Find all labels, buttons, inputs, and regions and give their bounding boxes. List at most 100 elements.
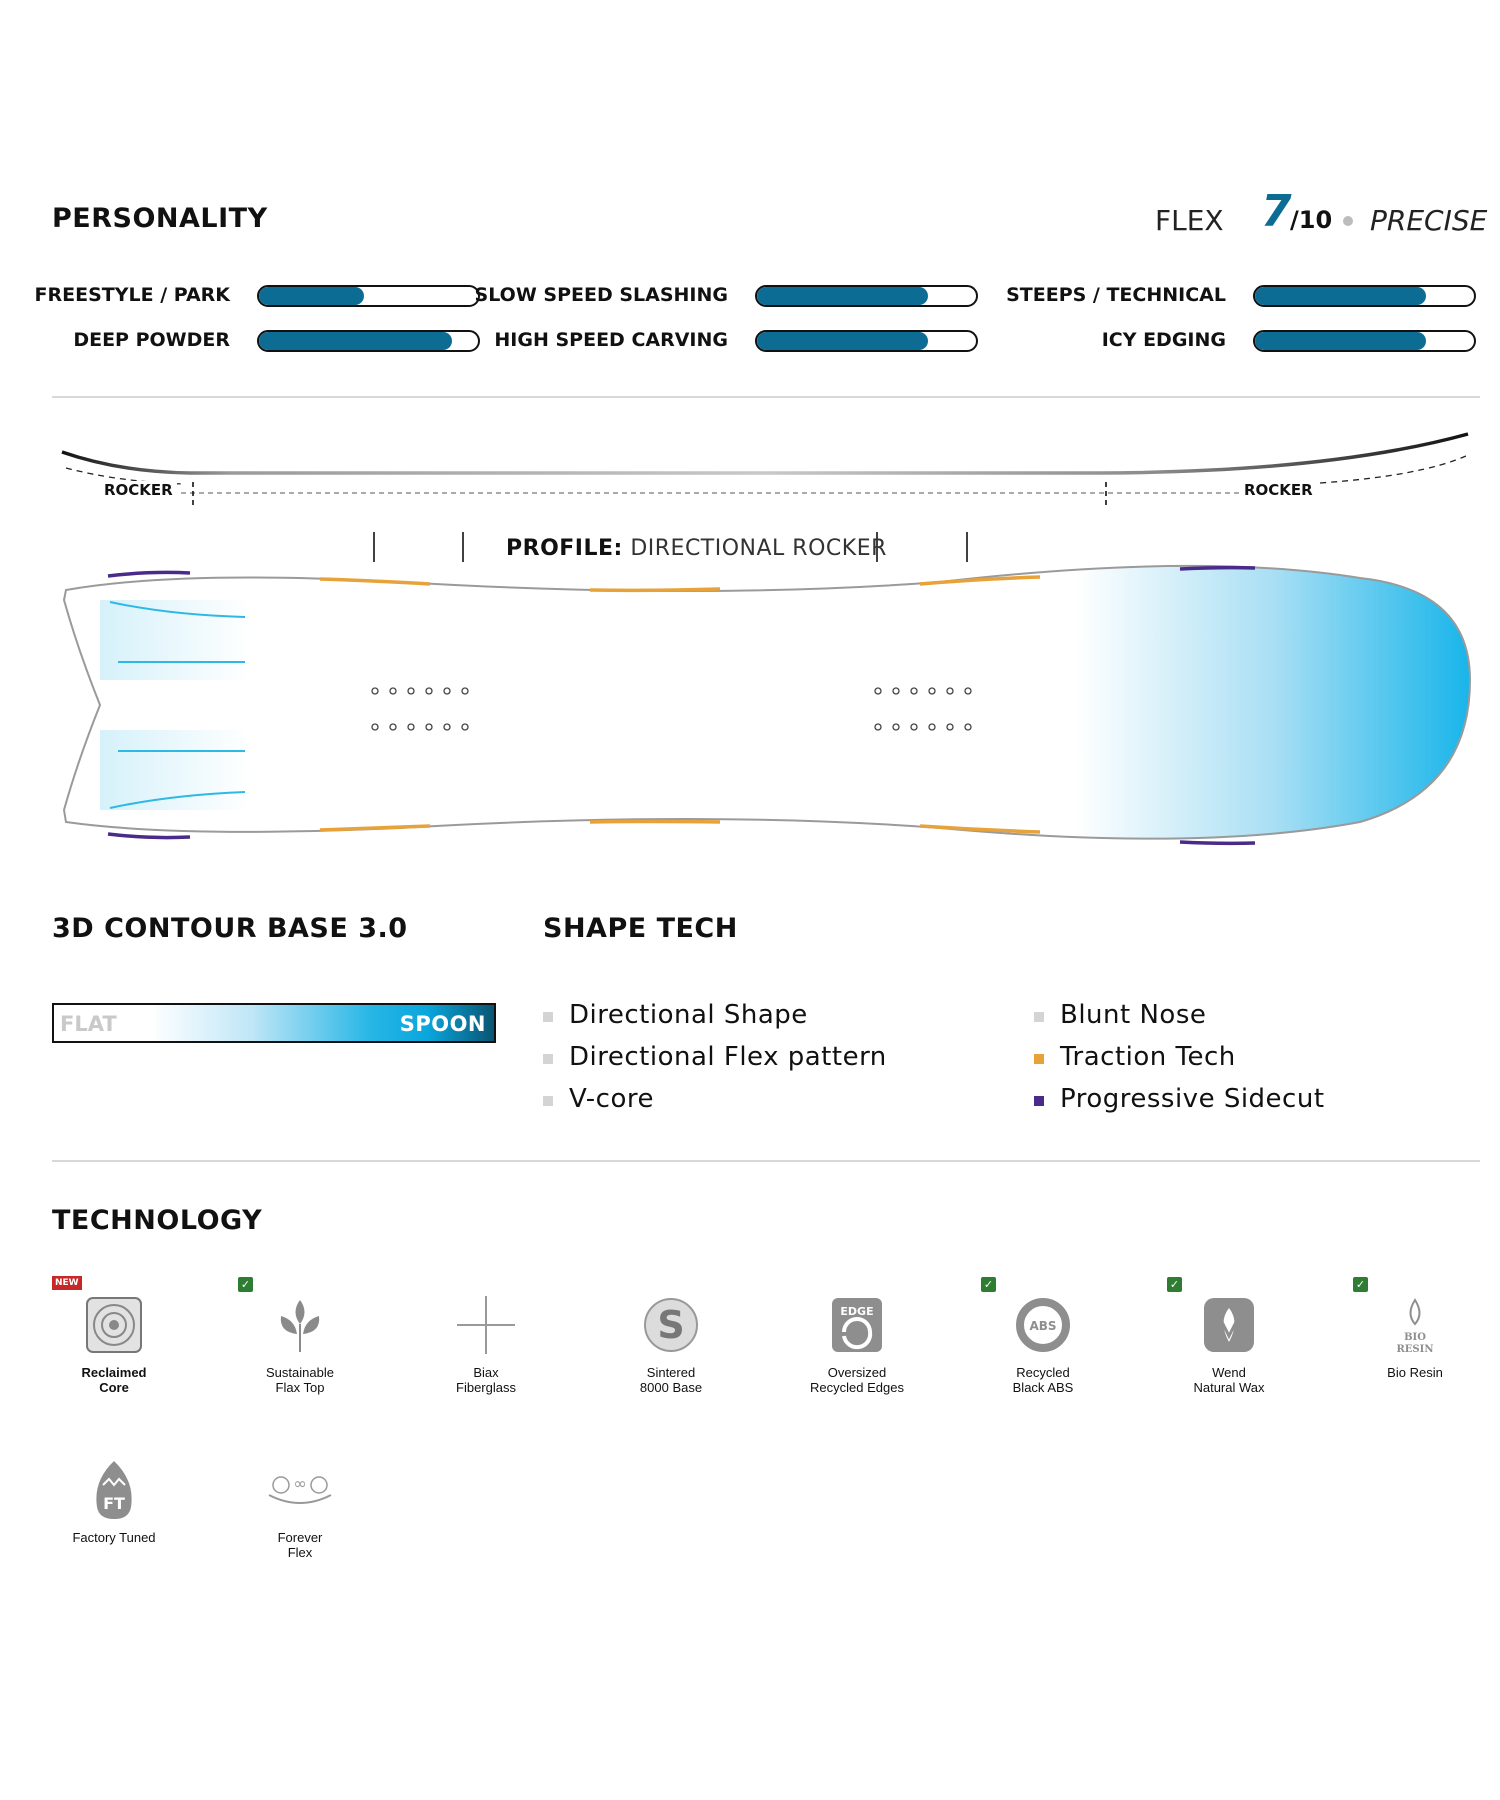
attribute-level-fill (259, 287, 365, 305)
attribute-level-bar (755, 285, 978, 307)
attribute-label: SLOW SPEED SLASHING (474, 284, 728, 306)
sidecut-purple (1179, 840, 1256, 846)
tech-label-line: Black ABS (1012, 1380, 1074, 1395)
divider (52, 1160, 1480, 1162)
insert-hole (910, 687, 918, 695)
technology-title: TECHNOLOGY (52, 1205, 263, 1236)
bullet-square (543, 1012, 553, 1022)
insert-hole (946, 723, 954, 731)
board-profile-line (61, 432, 1469, 475)
insert-hole (928, 723, 936, 731)
biax-fiberglass-icon (416, 1290, 556, 1360)
insert-hole (389, 723, 397, 731)
board-top-view (62, 564, 1472, 846)
attribute-label: FREESTYLE / PARK (34, 284, 230, 306)
svg-text:BIO: BIO (1404, 1332, 1426, 1343)
shape-tech-item: Directional Flex pattern (569, 1042, 887, 1072)
profile-diagram (61, 432, 1469, 562)
attribute-label: ICY EDGING (1101, 329, 1226, 351)
insert-hole (461, 687, 469, 695)
flex-value: 7 (1261, 186, 1292, 237)
shape-tech-title: SHAPE TECH (543, 913, 738, 944)
insert-hole (371, 723, 379, 731)
traction-orange (919, 824, 1041, 834)
profile-label: PROFILE: DIRECTIONAL ROCKER (506, 536, 887, 561)
attribute-label: STEEPS / TECHNICAL (1006, 284, 1226, 306)
profile-label-key: PROFILE: (506, 536, 623, 561)
svg-text:EDGE: EDGE (840, 1305, 873, 1318)
traction-orange (589, 819, 721, 824)
natural-wax-icon (1159, 1290, 1299, 1360)
contour-title: 3D CONTOUR BASE 3.0 (52, 913, 408, 944)
attribute-level-bar (755, 330, 978, 352)
tech-label-line: Sustainable (266, 1365, 334, 1380)
rocker-right-dashes (1319, 455, 1467, 484)
tech-label-line: 8000 Base (639, 1380, 703, 1395)
attribute-level-fill (757, 332, 928, 350)
tech-label-line: Core (99, 1380, 129, 1395)
insert-hole (874, 687, 882, 695)
insert-hole (425, 723, 433, 731)
attribute-level-fill (1255, 332, 1426, 350)
attribute-level-bar (1253, 285, 1476, 307)
eco-leaf-icon: ✓ (1353, 1277, 1368, 1292)
sintered-base-icon-graphic: S (644, 1298, 698, 1352)
tech-label-line: Bio Resin (1387, 1365, 1443, 1380)
tech-label-line: Fiberglass (456, 1380, 516, 1395)
attribute-level-fill (1255, 287, 1426, 305)
forever-flex-icon-graphic: ∞ (268, 1474, 332, 1504)
profile-label-value: DIRECTIONAL ROCKER (630, 536, 887, 561)
tech-label-line: Recycled (1016, 1365, 1070, 1380)
rocker-left-label: ROCKER (100, 481, 177, 499)
traction-orange (919, 575, 1041, 586)
sintered-base-icon: S (601, 1290, 741, 1360)
shape-tech-item: Traction Tech (1060, 1042, 1236, 1072)
insert-hole (892, 687, 900, 695)
board-outline (62, 564, 1472, 840)
bullet-square (1034, 1054, 1044, 1064)
traction-orange (319, 577, 431, 586)
tech-label-line: Wend (1212, 1365, 1246, 1380)
insert-hole (371, 687, 379, 695)
natural-wax-icon-graphic (1204, 1298, 1254, 1352)
attribute-level-bar (257, 330, 480, 352)
eco-leaf-icon: ✓ (1167, 1277, 1182, 1292)
svg-text:RESIN: RESIN (1397, 1344, 1434, 1355)
tech-label-line: Recycled Edges (810, 1380, 904, 1395)
insert-hole (874, 723, 882, 731)
tech-label-line: Forever (277, 1530, 323, 1545)
tech-label-line: Natural Wax (1193, 1380, 1265, 1395)
tech-label-line: Biax (473, 1365, 499, 1380)
svg-text:FT: FT (103, 1494, 125, 1513)
tech-label: Bio Resin (1340, 1365, 1490, 1380)
biax-fiberglass-icon-graphic (457, 1296, 515, 1354)
insert-hole (892, 723, 900, 731)
flex-rating: FLEX 7 /10 PRECISE (1155, 186, 1487, 240)
recycled-edges-icon-graphic: EDGE (832, 1298, 882, 1352)
flex-word: PRECISE (1370, 204, 1488, 237)
rocker-left-dashes (65, 467, 186, 485)
insert-hole (443, 723, 451, 731)
tech-label-line: Sintered (646, 1365, 696, 1380)
tech-label: Factory Tuned (39, 1530, 189, 1545)
insert-hole (964, 687, 972, 695)
sidecut-purple (107, 570, 191, 578)
factory-tuned-icon: FT (44, 1455, 184, 1525)
new-badge: NEW (52, 1276, 82, 1290)
tech-label-line: Reclaimed (81, 1365, 147, 1380)
personality-title: PERSONALITY (52, 203, 268, 234)
divider (52, 396, 1480, 398)
insert-hole (461, 723, 469, 731)
shape-tech-item: Progressive Sidecut (1060, 1084, 1325, 1114)
traction-orange (319, 824, 431, 832)
insert-hole (407, 723, 415, 731)
svg-text:S: S (657, 1303, 684, 1347)
